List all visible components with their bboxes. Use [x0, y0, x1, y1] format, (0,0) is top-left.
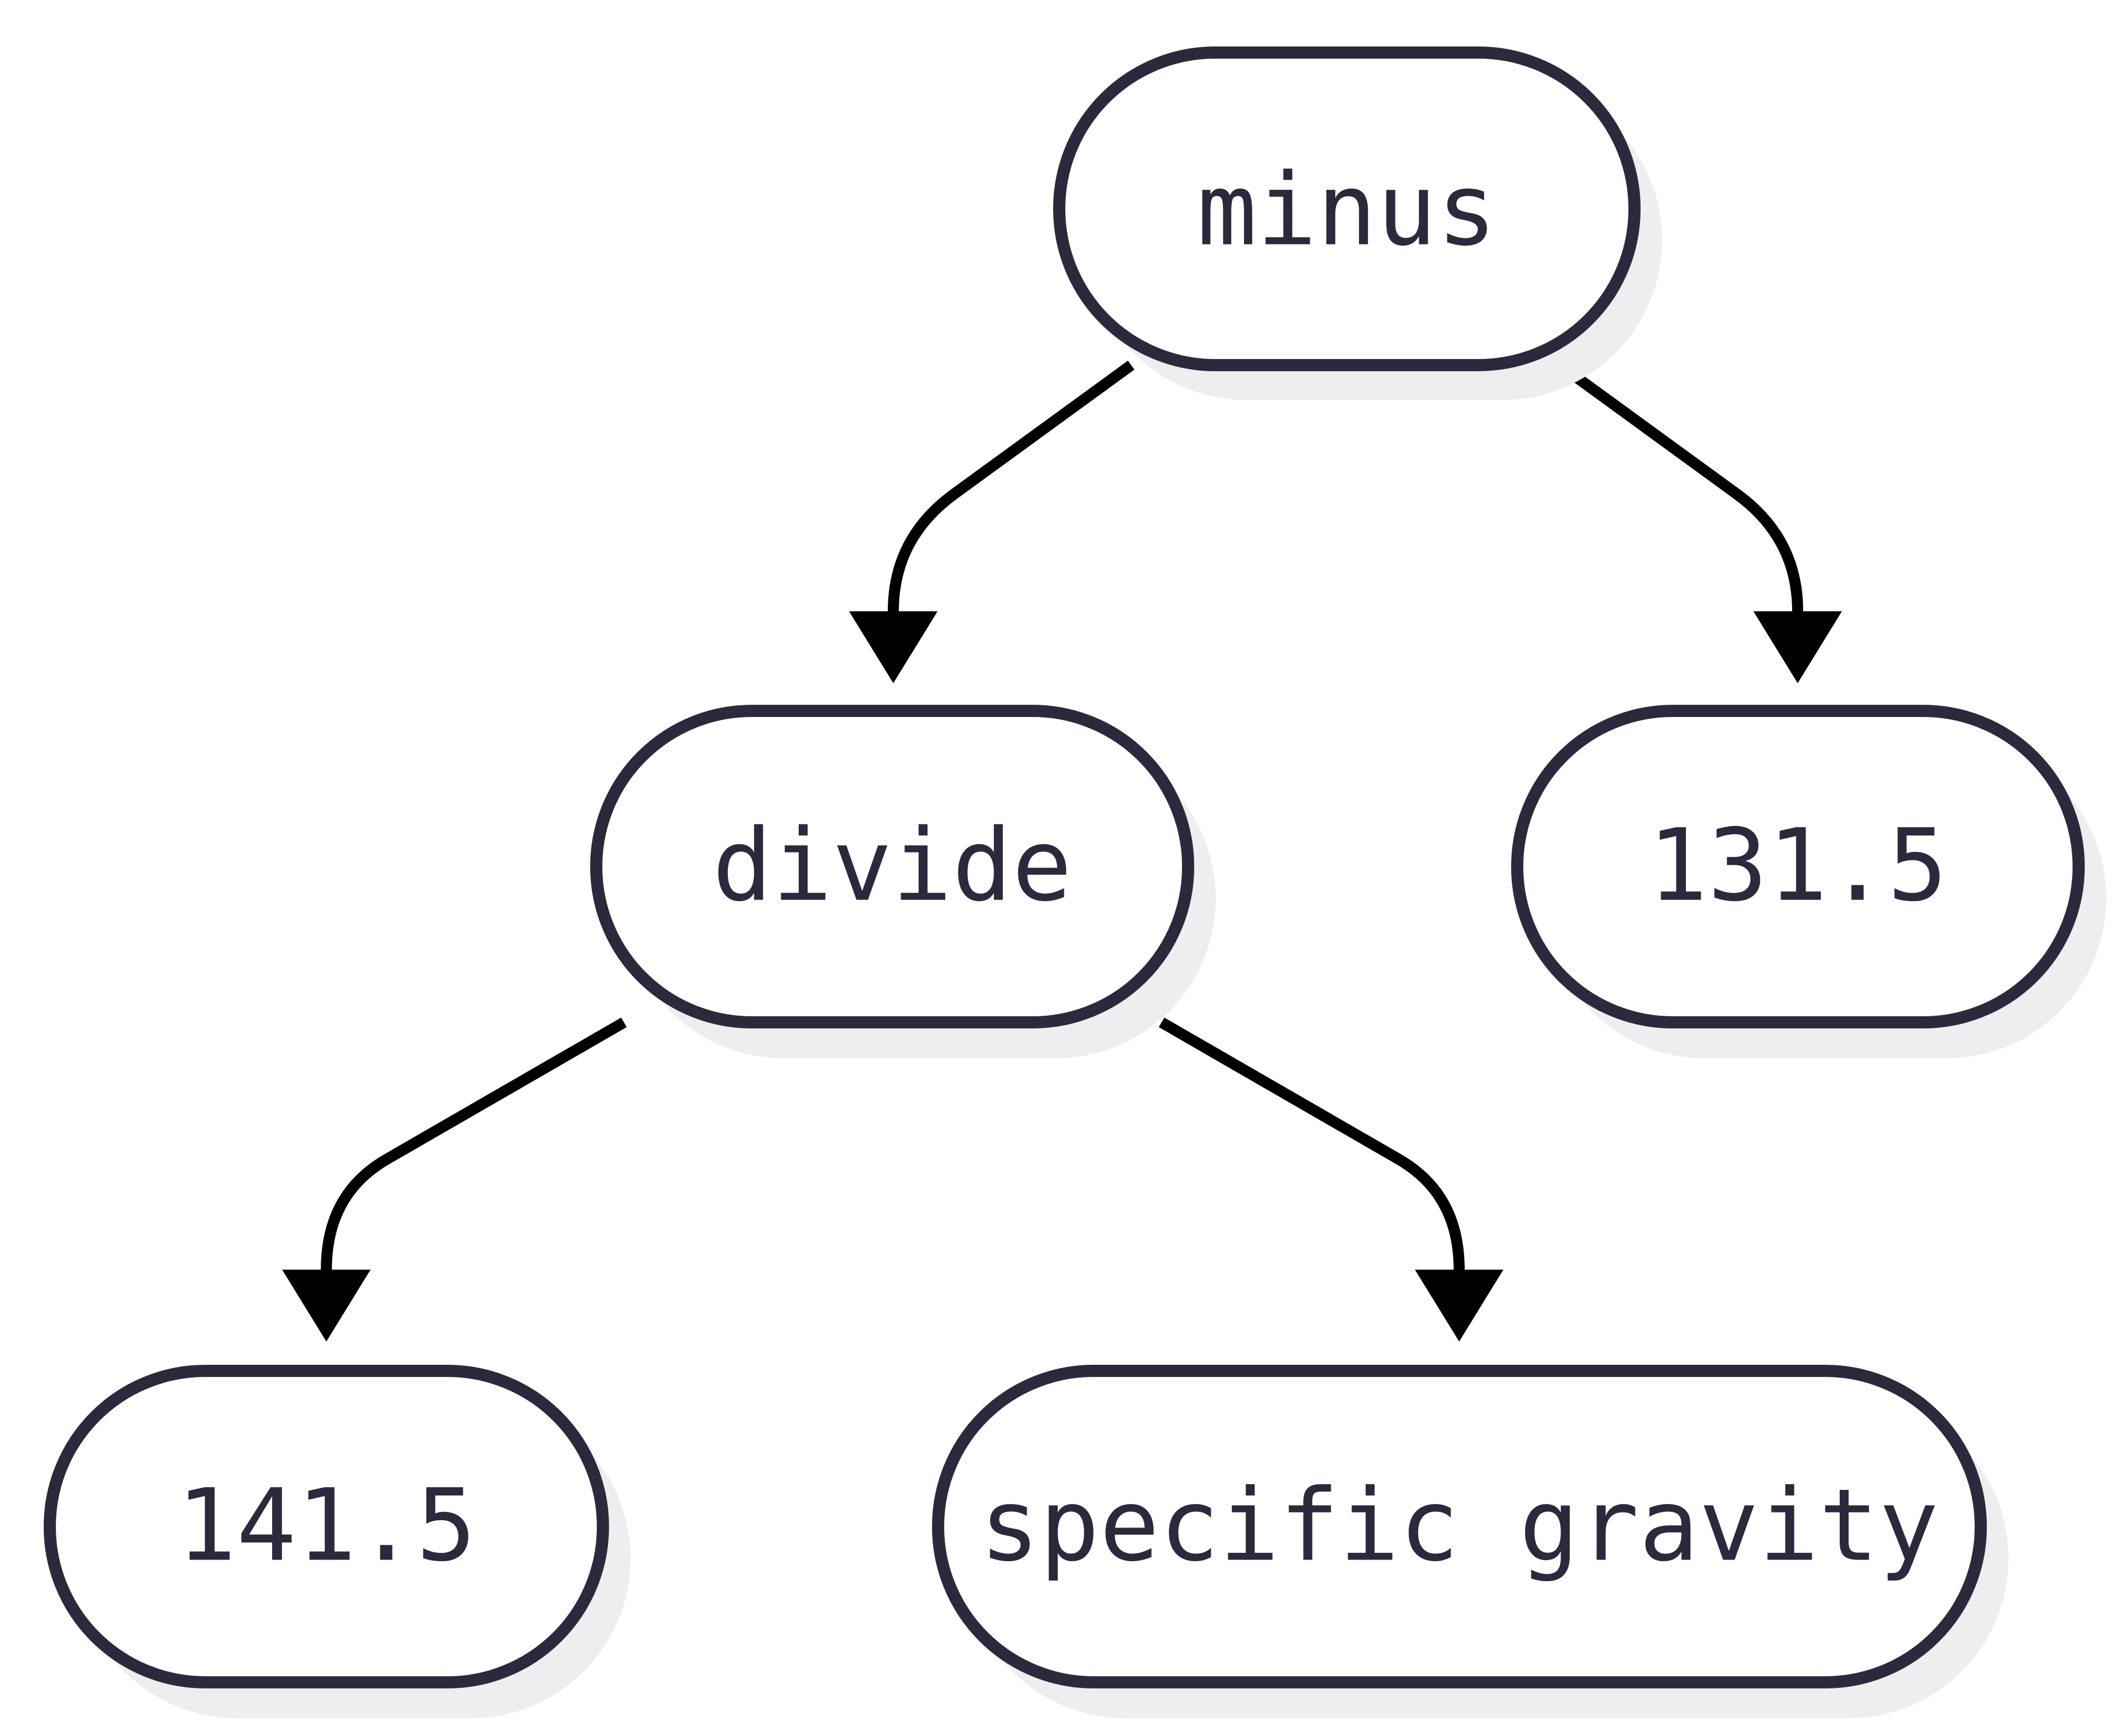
node-141-5: 141.5 [44, 1365, 631, 1718]
edge-minus-to-131-5 [1556, 360, 1842, 683]
edge-divide-to-specific-gravity [1159, 1017, 1503, 1342]
node-specific-gravity: specific gravity [932, 1365, 2008, 1718]
node-minus: minus [1053, 46, 1662, 400]
edge-minus-to-divide [849, 360, 1134, 683]
node-label-divide: divide [712, 808, 1072, 924]
node-label-141-5: 141.5 [176, 1468, 476, 1584]
node-divide: divide [590, 705, 1216, 1058]
node-label-specific-gravity: specific gravity [980, 1468, 1939, 1584]
node-label-minus: minus [1197, 153, 1497, 268]
edge-divide-to-141-5 [282, 1017, 627, 1342]
node-131-5: 131.5 [1511, 705, 2106, 1058]
node-label-131-5: 131.5 [1648, 808, 1948, 924]
